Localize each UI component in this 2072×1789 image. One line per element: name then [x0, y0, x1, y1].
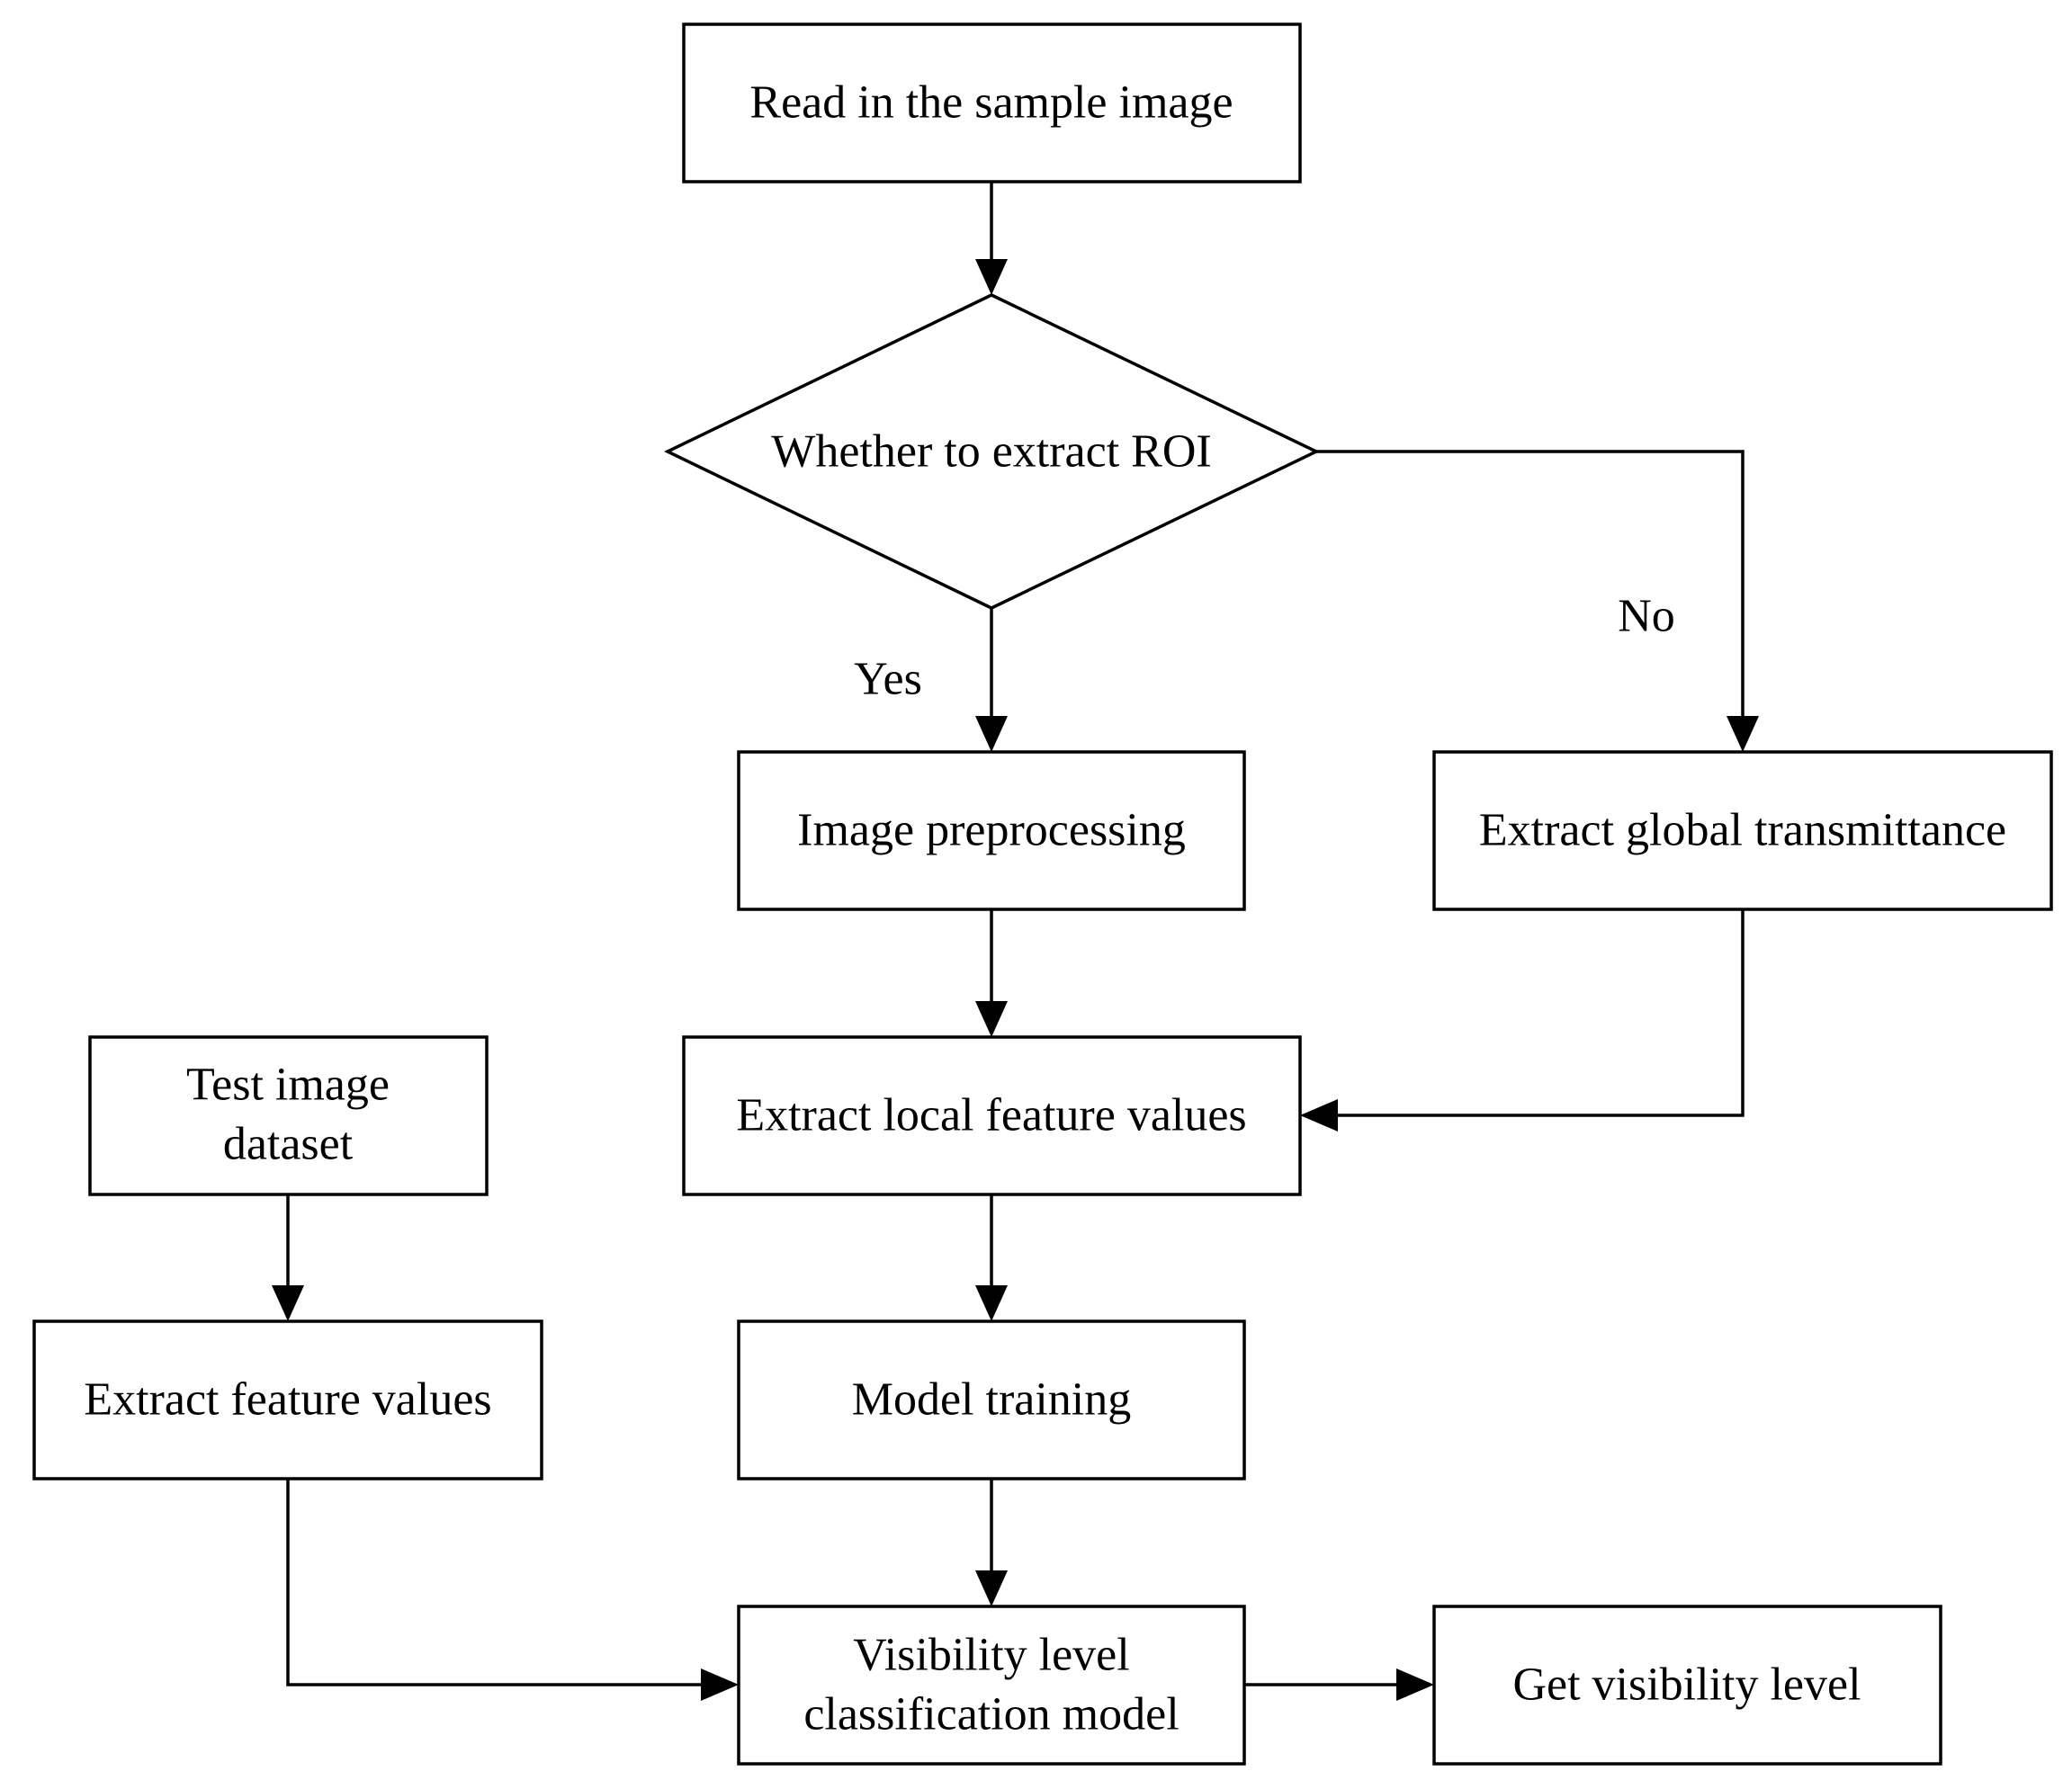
extract-features-label: Extract feature values [84, 1374, 491, 1426]
arrow-global-to-local [1300, 909, 1745, 1132]
classification-model-label-line1: Visibility level [853, 1630, 1129, 1681]
decision-roi-node: Whether to extract ROI [663, 293, 1321, 610]
classification-model-label-line2: classification model [803, 1689, 1179, 1740]
test-dataset-label-line2: dataset [223, 1119, 354, 1170]
arrow-extract-to-classification [286, 1479, 739, 1701]
extract-features-node: Extract feature values [32, 1319, 543, 1480]
yes-edge-label: Yes [854, 654, 922, 705]
preprocessing-label: Image preprocessing [797, 805, 1186, 856]
global-transmittance-label: Extract global transmittance [1479, 805, 2006, 856]
arrow-decision-to-global [1316, 450, 1759, 752]
local-features-node: Extract local feature values [682, 1035, 1302, 1196]
read-sample-label: Read in the sample image [749, 77, 1233, 129]
decision-roi-label: Whether to extract ROI [771, 426, 1211, 478]
test-dataset-label-line1: Test image [186, 1060, 390, 1111]
model-training-node: Model training [737, 1319, 1246, 1480]
arrow-classification-to-result [1244, 1668, 1434, 1701]
arrow-preprocessing-to-local [975, 909, 1008, 1037]
preprocessing-node: Image preprocessing [737, 750, 1246, 911]
get-level-label: Get visibility level [1512, 1659, 1861, 1711]
global-transmittance-node: Extract global transmittance [1432, 750, 2053, 911]
arrow-test-to-extract [272, 1194, 304, 1321]
model-training-label: Model training [852, 1374, 1132, 1426]
get-level-node: Get visibility level [1432, 1605, 1942, 1766]
no-edge-label: No [1618, 591, 1675, 642]
arrow-local-to-training [975, 1194, 1008, 1321]
local-features-label: Extract local feature values [736, 1090, 1246, 1141]
arrow-training-to-classification [975, 1479, 1008, 1606]
read-sample-node: Read in the sample image [682, 22, 1302, 183]
classification-model-node: Visibility level classification model [737, 1605, 1246, 1766]
arrow-decision-to-preprocessing [975, 608, 1008, 752]
arrow-read-to-decision [975, 182, 1008, 295]
test-dataset-node: Test image dataset [88, 1035, 489, 1196]
